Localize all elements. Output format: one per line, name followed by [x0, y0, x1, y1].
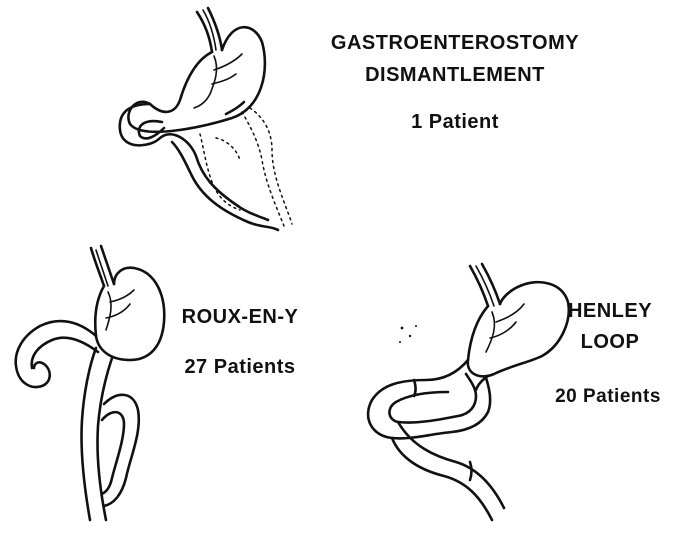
procedure-title: DISMANTLEMENT — [300, 64, 610, 87]
roux-en-y-illustration — [16, 246, 165, 520]
henley-loop-illustration — [368, 264, 569, 520]
gastroenterostomy-dismantlement-illustration — [120, 8, 292, 230]
procedure-title: LOOP — [555, 331, 665, 354]
procedure-title: ROUX-EN-Y — [170, 306, 310, 329]
procedure-title: HENLEY — [555, 300, 665, 323]
patient-count: 20 Patients — [542, 386, 674, 408]
patient-count: 27 Patients — [170, 356, 310, 379]
patient-count: 1 Patient — [300, 111, 610, 134]
procedure-title: GASTROENTEROSTOMY — [300, 32, 610, 55]
